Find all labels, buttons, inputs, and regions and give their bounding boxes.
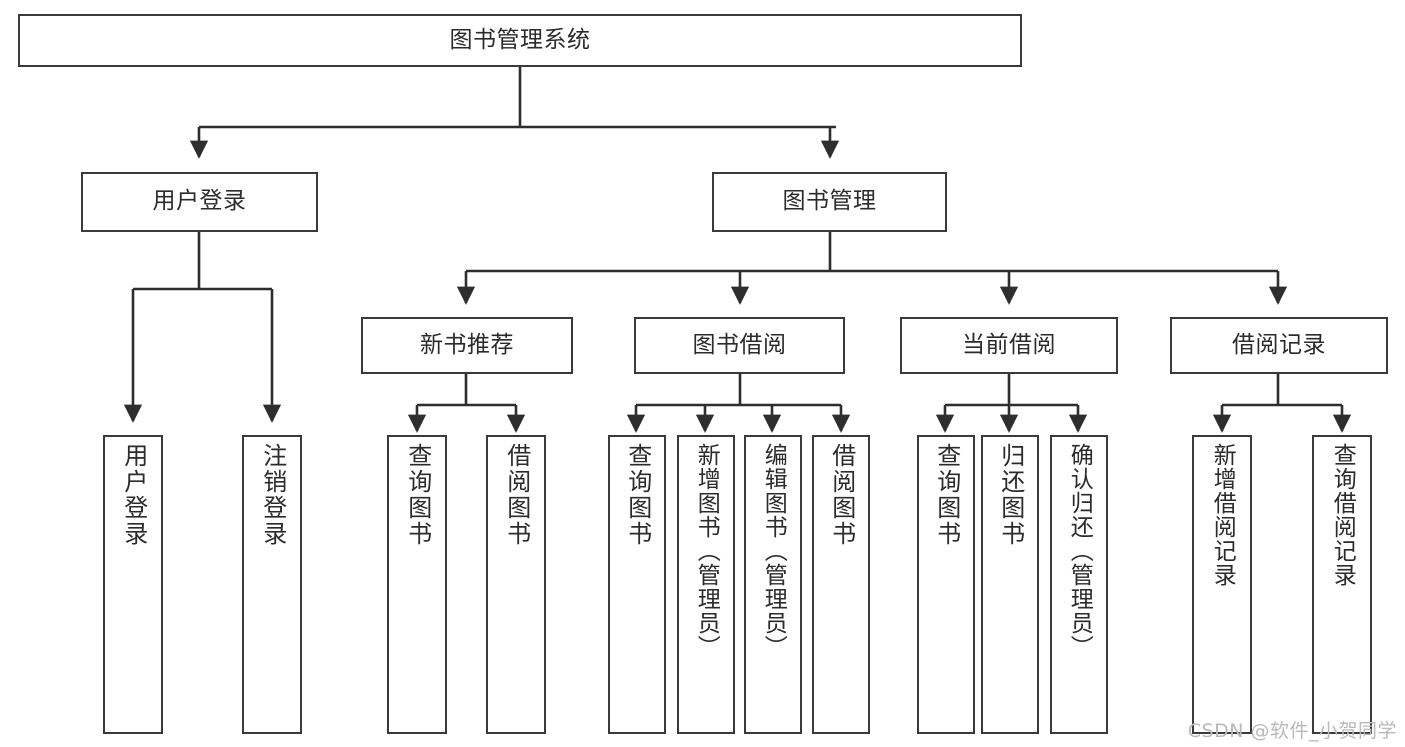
node-leaf-borrow-book-2[interactable]: 借阅图书 <box>812 435 870 734</box>
node-leaf-query-book-2-label: 查询图书 <box>623 443 652 547</box>
node-leaf-user-login-label: 用户登录 <box>119 443 148 547</box>
node-book-management[interactable]: 图书管理 <box>712 172 947 232</box>
node-leaf-confirm-return[interactable]: 确认归还（管理员） <box>1050 435 1108 734</box>
node-leaf-query-book-3[interactable]: 查询图书 <box>917 435 975 734</box>
node-leaf-borrow-book-1[interactable]: 借阅图书 <box>486 435 546 734</box>
node-book-borrow[interactable]: 图书借阅 <box>634 317 845 374</box>
node-leaf-query-record-label: 查询借阅记录 <box>1329 443 1356 587</box>
node-borrow-record[interactable]: 借阅记录 <box>1170 317 1388 374</box>
node-leaf-borrow-book-2-label: 借阅图书 <box>827 443 856 547</box>
node-current-borrow-label: 当前借阅 <box>962 331 1056 358</box>
node-leaf-query-book-3-label: 查询图书 <box>932 443 961 547</box>
node-leaf-add-record[interactable]: 新增借阅记录 <box>1192 435 1252 734</box>
node-leaf-borrow-book-1-label: 借阅图书 <box>502 443 531 547</box>
node-leaf-logout-login-label: 注销登录 <box>258 443 287 547</box>
node-leaf-confirm-return-label: 确认归还（管理员） <box>1066 443 1093 659</box>
node-current-borrow[interactable]: 当前借阅 <box>900 317 1118 374</box>
node-book-management-label: 图书管理 <box>782 188 877 215</box>
node-leaf-add-record-label: 新增借阅记录 <box>1209 443 1236 587</box>
node-root[interactable]: 图书管理系统 <box>18 14 1022 67</box>
node-leaf-logout-login[interactable]: 注销登录 <box>242 435 302 734</box>
node-new-book-recommend[interactable]: 新书推荐 <box>361 317 573 374</box>
node-leaf-return-book-label: 归还图书 <box>996 443 1025 547</box>
node-user-login[interactable]: 用户登录 <box>81 172 318 232</box>
node-root-label: 图书管理系统 <box>449 26 591 53</box>
node-user-login-label: 用户登录 <box>152 188 247 215</box>
node-new-book-recommend-label: 新书推荐 <box>420 331 514 358</box>
node-leaf-add-book[interactable]: 新增图书（管理员） <box>677 435 735 734</box>
node-leaf-query-book-1[interactable]: 查询图书 <box>387 435 447 734</box>
node-leaf-edit-book-label: 编辑图书（管理员） <box>760 443 787 659</box>
node-leaf-query-book-1-label: 查询图书 <box>403 443 432 547</box>
node-book-borrow-label: 图书借阅 <box>692 331 787 358</box>
node-leaf-query-book-2[interactable]: 查询图书 <box>608 435 666 734</box>
node-leaf-return-book[interactable]: 归还图书 <box>981 435 1039 734</box>
node-leaf-edit-book[interactable]: 编辑图书（管理员） <box>744 435 802 734</box>
node-leaf-query-record[interactable]: 查询借阅记录 <box>1312 435 1372 734</box>
csdn-watermark: CSDN @软件_小贺同学 <box>1187 720 1397 742</box>
node-leaf-user-login[interactable]: 用户登录 <box>103 435 163 734</box>
node-borrow-record-label: 借阅记录 <box>1232 331 1326 358</box>
node-leaf-add-book-label: 新增图书（管理员） <box>693 443 720 659</box>
